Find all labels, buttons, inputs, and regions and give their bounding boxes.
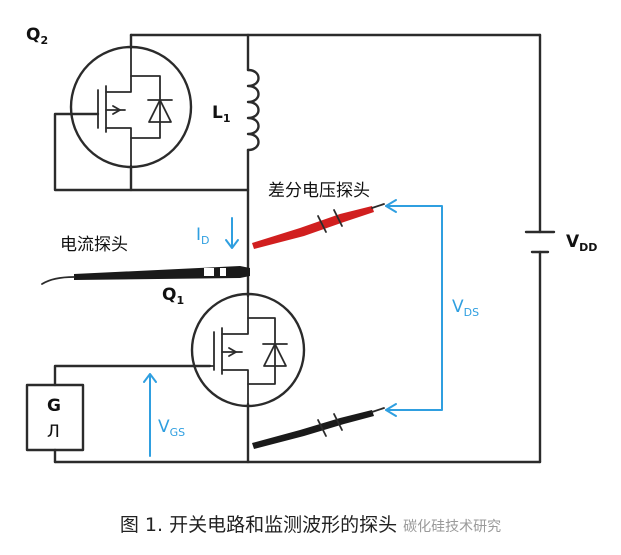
vdd-label: VDD xyxy=(566,232,597,254)
q1-legs xyxy=(221,295,249,405)
current-probe-marker xyxy=(204,268,214,276)
q1-gate-bar xyxy=(209,331,215,371)
vds-arrow-bottom xyxy=(385,403,397,417)
q1-label: Q1 xyxy=(162,285,184,307)
gate-driver-box xyxy=(25,383,85,452)
inductor-coil xyxy=(246,68,260,152)
vgs-arrow xyxy=(143,373,157,457)
q2-label: Q2 xyxy=(26,25,48,47)
diff-probe-label: 差分电压探头 xyxy=(268,181,370,201)
q2-body xyxy=(69,45,193,169)
id-arrow xyxy=(225,217,239,249)
differential-probe xyxy=(252,203,385,449)
diagram-labels: Q2 Q1 L1 VDD ID VDS VGS 差分电压探头 电流探头 xyxy=(26,25,597,439)
q2-diode-frame xyxy=(130,75,161,139)
caption-watermark: 碳化硅技术研究 xyxy=(403,519,502,535)
circuit-wires xyxy=(53,33,542,464)
diff-probe-red-tip xyxy=(371,203,385,209)
inductor-l1 xyxy=(246,68,260,152)
diff-probe-black-rings xyxy=(317,413,343,437)
q2-arrow xyxy=(112,105,121,115)
vds-arrow-top xyxy=(385,199,397,213)
vds-label: VDS xyxy=(452,297,479,319)
diff-probe-black-body xyxy=(252,410,374,449)
vgs-label: VGS xyxy=(158,417,185,439)
q2-gate-loop xyxy=(53,112,133,192)
current-probe-label: 电流探头 xyxy=(60,235,128,255)
measurement-annotations xyxy=(143,199,443,457)
vds-bracket xyxy=(385,205,443,411)
q1-diode-frame xyxy=(247,317,276,385)
id-label: ID xyxy=(196,225,210,247)
diff-probe-red-rings xyxy=(317,209,343,233)
current-probe-marker-2 xyxy=(220,268,226,276)
q2-diode xyxy=(147,99,173,123)
figure-caption: 图 1. 开关电路和监测波形的探头碳化硅技术研究 xyxy=(0,510,621,537)
current-probe-cable xyxy=(41,276,75,285)
current-probe xyxy=(41,266,250,285)
l1-label: L1 xyxy=(212,103,231,125)
diff-probe-red-body xyxy=(252,206,374,249)
q1-arrow xyxy=(228,347,237,357)
q2-source-wire xyxy=(129,164,250,192)
gate-pulse-symbol: Л xyxy=(47,422,60,442)
gate-driver: G Л xyxy=(25,383,85,452)
q1-gate-wire xyxy=(53,364,212,387)
q2-gate-bar xyxy=(91,89,99,129)
q1-mosfet xyxy=(190,292,306,408)
gate-driver-label: G xyxy=(47,396,61,416)
diff-probe-black-tip xyxy=(371,407,385,413)
q2-legs xyxy=(105,47,132,167)
q1-diode xyxy=(262,343,288,367)
vdd-source xyxy=(524,230,556,254)
q1-body xyxy=(190,292,306,408)
q2-mosfet xyxy=(69,45,193,169)
caption-text: 图 1. 开关电路和监测波形的探头 xyxy=(119,514,398,536)
